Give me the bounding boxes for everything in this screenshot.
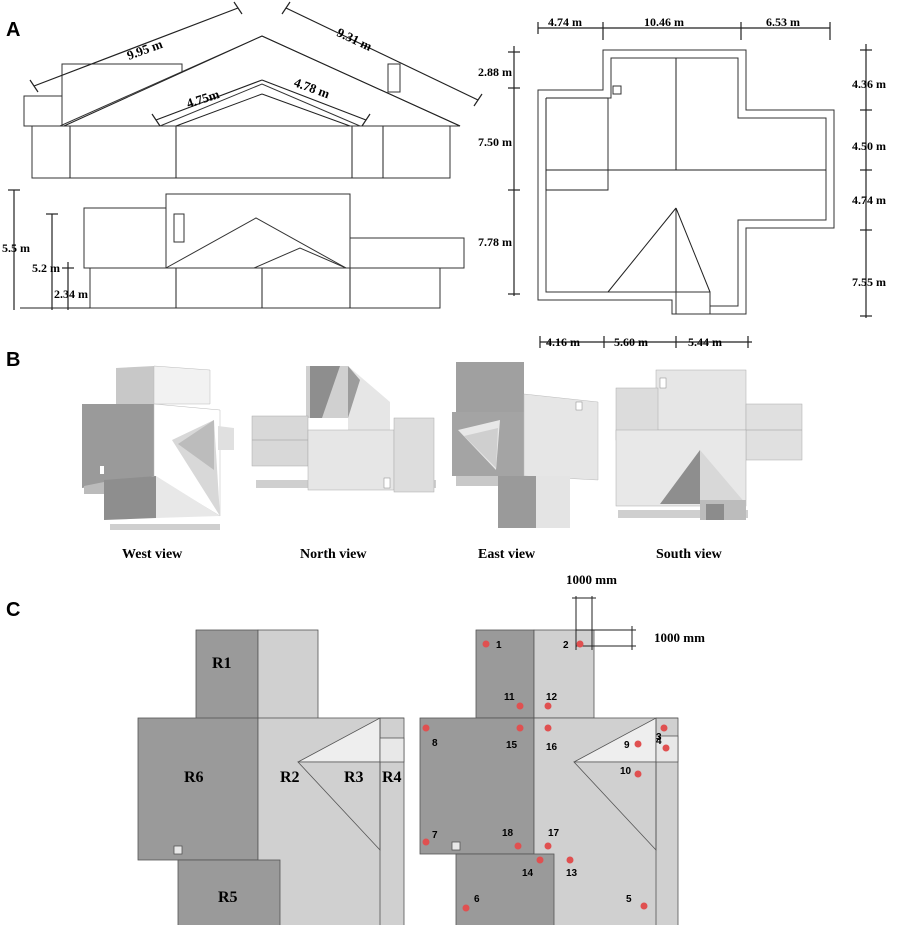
dim-bottom-1: 4.16 m xyxy=(546,335,580,349)
label-r1: R1 xyxy=(212,655,232,672)
roof-segments-diagram: R1 R2 R3 R4 R5 R6 xyxy=(137,629,405,925)
point-label-8: 8 xyxy=(432,738,438,749)
dim-left-2: 7.50 m xyxy=(478,135,512,149)
caption-south-view: South view xyxy=(656,547,723,562)
dim-right-2: 4.50 m xyxy=(852,139,886,153)
dim-right-1: 4.36 m xyxy=(852,77,886,91)
point-17 xyxy=(544,842,552,850)
label-r5: R5 xyxy=(218,889,238,906)
roof-r1 xyxy=(195,629,259,721)
point-15 xyxy=(516,724,524,732)
point-label-10: 10 xyxy=(620,766,632,777)
scale-horizontal: 1000 mm xyxy=(654,630,705,645)
point-1 xyxy=(482,640,490,648)
side-elevation: 5.5 m 5.2 m 2.34 m xyxy=(2,189,465,310)
dim-height-5-5: 5.5 m xyxy=(2,241,30,255)
point-4 xyxy=(662,744,670,752)
dim-top-1: 4.74 m xyxy=(548,15,582,29)
point-7 xyxy=(422,838,430,846)
point-label-9: 9 xyxy=(624,740,630,751)
west-view-model xyxy=(82,365,234,530)
dim-top-3: 6.53 m xyxy=(766,15,800,29)
roof-r6 xyxy=(137,717,259,861)
point-label-1: 1 xyxy=(496,640,502,651)
point-label-3: 3 xyxy=(656,732,662,743)
point-16 xyxy=(544,724,552,732)
dim-left-3: 7.78 m xyxy=(478,235,512,249)
dim-line-9-95 xyxy=(33,7,239,87)
dim-line-9-31 xyxy=(285,7,479,101)
point-3 xyxy=(660,724,668,732)
point-14 xyxy=(536,856,544,864)
label-r3: R3 xyxy=(344,769,364,786)
front-elevation: 9.95 m 9.31 m 4.75m 4.78 m xyxy=(23,1,483,179)
dim-right-4: 7.55 m xyxy=(852,275,886,289)
point-label-2: 2 xyxy=(563,640,569,651)
measurement-points-diagram: 1000 mm 1000 mm 1 2 3 4 5 6 7 8 9 10 11 … xyxy=(419,572,705,925)
point-12 xyxy=(544,702,552,710)
east-view-model xyxy=(452,362,599,528)
point-13 xyxy=(566,856,574,864)
point-label-14: 14 xyxy=(522,868,534,879)
point-2 xyxy=(576,640,584,648)
label-r4: R4 xyxy=(382,769,402,786)
point-18 xyxy=(514,842,522,850)
dim-9-95: 9.95 m xyxy=(125,36,165,63)
point-8 xyxy=(422,724,430,732)
caption-west-view: West view xyxy=(122,547,183,562)
scale-vertical: 1000 mm xyxy=(566,572,617,587)
point-label-11: 11 xyxy=(504,692,515,703)
dim-height-2-34: 2.34 m xyxy=(54,287,88,301)
caption-north-view: North view xyxy=(300,547,367,562)
dim-height-5-2: 5.2 m xyxy=(32,261,60,275)
label-r6: R6 xyxy=(184,769,204,786)
point-label-12: 12 xyxy=(546,692,558,703)
roof-r5 xyxy=(177,859,281,925)
caption-east-view: East view xyxy=(478,547,536,562)
panel-c-label: C xyxy=(6,599,20,621)
point-9 xyxy=(634,740,642,748)
dim-bottom-2: 5.60 m xyxy=(614,335,648,349)
panel-a-label: A xyxy=(6,19,20,41)
point-5 xyxy=(640,902,648,910)
point-label-17: 17 xyxy=(548,828,560,839)
north-view-model xyxy=(251,366,436,493)
dim-left-1: 2.88 m xyxy=(478,65,512,79)
point-label-13: 13 xyxy=(566,868,578,879)
roof-r4 xyxy=(379,737,405,763)
south-view-model xyxy=(615,369,803,520)
point-label-6: 6 xyxy=(474,894,480,905)
point-label-18: 18 xyxy=(502,828,514,839)
dim-top-2: 10.46 m xyxy=(644,15,684,29)
point-label-15: 15 xyxy=(506,740,518,751)
plan-view: 4.74 m 10.46 m 6.53 m 2.88 m 7.50 m 7.78… xyxy=(478,15,886,349)
point-label-4: 4 xyxy=(656,736,662,747)
elevation-wall xyxy=(31,125,451,179)
point-10 xyxy=(634,770,642,778)
point-6 xyxy=(462,904,470,912)
point-label-7: 7 xyxy=(432,830,438,841)
dim-bottom-3: 5.44 m xyxy=(688,335,722,349)
point-label-16: 16 xyxy=(546,742,558,753)
point-label-5: 5 xyxy=(626,894,632,905)
dim-9-31: 9.31 m xyxy=(335,25,375,54)
label-r2: R2 xyxy=(280,769,300,786)
panel-b-label: B xyxy=(6,349,20,371)
point-11 xyxy=(516,702,524,710)
dim-right-3: 4.74 m xyxy=(852,193,886,207)
